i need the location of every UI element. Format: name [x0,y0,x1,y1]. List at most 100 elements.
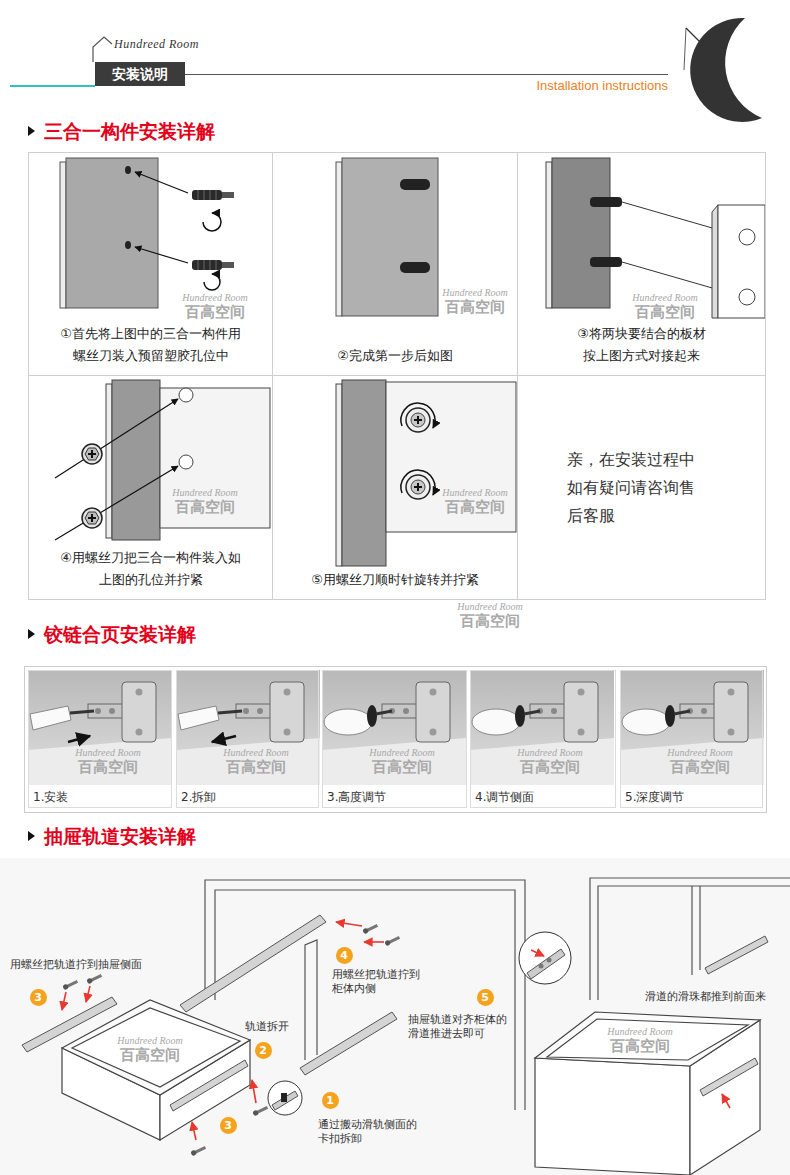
watermark: 百高空间 [602,1038,678,1055]
board-figure [400,262,430,273]
board-figure [160,388,270,528]
callout-number: 1 [322,1092,339,1109]
board-figure [739,289,755,305]
board-figure [546,162,552,308]
screw [362,923,378,934]
detail-inset [268,1081,302,1115]
hinge-frame [25,667,767,813]
board-figure [135,247,188,263]
drawer-ground [0,858,790,1175]
step-caption: ③将两块要结合的板材 按上图方式对接起来 [522,323,761,367]
red-arrow [722,1094,730,1108]
board-figure [204,274,220,290]
step-caption: 4.调节侧面 [475,790,534,805]
drawer-box [535,1058,690,1175]
hinge-step-panel: 2.拆卸 [176,670,319,808]
callout-circle: 2 [255,1042,272,1059]
board-figure [400,179,430,190]
watermark: 百高空间 [177,304,253,321]
board-figure [179,455,193,469]
board-figure [125,241,131,249]
watermark: 百高空间 [112,1047,188,1064]
board-figure [192,260,234,270]
drawer-box [535,1012,760,1066]
watermark: 百高空间 [452,613,528,630]
watermark: Hundreed Room [364,747,440,759]
board-figure [342,158,438,316]
watermark: 百高空间 [627,304,703,321]
cabinet-frame [305,940,317,1060]
drawer-box [72,1008,240,1087]
cabinet-frame [205,880,525,1110]
board-figure [82,444,102,464]
board-figure [60,162,66,308]
step-note: 通过搬动滑轨侧面的 卡扣拆卸 [318,1118,433,1146]
board-figure [406,475,430,499]
drawer-box [547,1019,748,1060]
step-note: 用螺丝把轨道拧到 柜体内侧 [332,968,432,996]
board-figure [590,197,622,207]
drawer-ground [0,858,790,1175]
hinge-photo [322,670,466,785]
callout-circle: 3 [220,1117,237,1134]
watermark: Hundreed Room [218,747,294,759]
red-arrow [364,941,384,943]
drawer-rail [300,1012,397,1075]
subtitle: Installation instructions [536,78,668,94]
watermark: Hundreed Room [112,1035,188,1047]
board-figure [55,466,178,540]
callout-number: 3 [30,989,47,1006]
board-figure [552,158,610,308]
callout-number: 5 [477,989,494,1006]
hinge-photo [176,670,320,785]
moon-logo [690,18,762,122]
screw [252,1105,268,1116]
hinge-step-panel: 1.安装 [28,670,172,808]
step-caption: 3.高度调节 [327,790,386,805]
red-arrow [62,922,730,1140]
board-figure [82,508,102,528]
callout-number: 3 [220,1117,237,1134]
red-arrow [336,922,362,926]
hinge-step-panel: 3.高度调节 [322,670,467,808]
callout-number: 4 [336,947,353,964]
step-note: 轨道拆开 [245,1020,289,1034]
drawer-rail [170,1060,248,1111]
section-heading: 三合一构件安装详解 [44,119,215,143]
moon-logo [711,41,721,51]
heading-marker [28,831,35,841]
drawer-box [62,1000,760,1175]
red-arrow [62,992,66,1010]
hinge-photo [212,736,236,742]
cabinet-frame [590,878,790,1000]
hinge-photo [472,705,540,735]
detail-inset [519,932,571,984]
board-figure [66,158,158,308]
detail-inset [527,949,565,979]
step-caption: 亲，在安装过程中 如有疑问请咨询售 后客服 [567,446,717,530]
step-caption: 2.拆卸 [181,790,216,805]
watermark: 百高空间 [70,759,146,776]
step-caption: ②完成第一步后如图 [277,345,513,367]
board-figure [386,382,516,532]
header-decoration [185,74,668,75]
brand-logo: Hundreed Room [114,37,199,51]
board-figure [739,229,755,245]
step-panel: ①首先将上图中的三合一构件用 螺丝刀装入预留塑胶孔位中 [28,152,273,376]
title-banner: 安装说明 [95,62,185,86]
watermark: 百高空间 [167,499,243,516]
callout-circle: 1 [322,1092,339,1109]
callout-circle: 5 [477,989,494,1006]
hinge-photo [30,706,94,730]
watermark: Hundreed Room [437,287,513,299]
board-figure [179,388,193,402]
heading-marker [28,629,35,639]
hinge-photo [324,705,392,735]
hinge-frame [25,667,767,813]
step-panel: ③将两块要结合的板材 按上图方式对接起来 [517,152,766,376]
watermark: Hundreed Room [627,292,703,304]
step-panel: 亲，在安装过程中 如有疑问请咨询售 后客服 [517,375,766,600]
watermark: Hundreed Room [602,1026,678,1038]
panel-frame [29,153,766,600]
board-figure [342,380,386,566]
